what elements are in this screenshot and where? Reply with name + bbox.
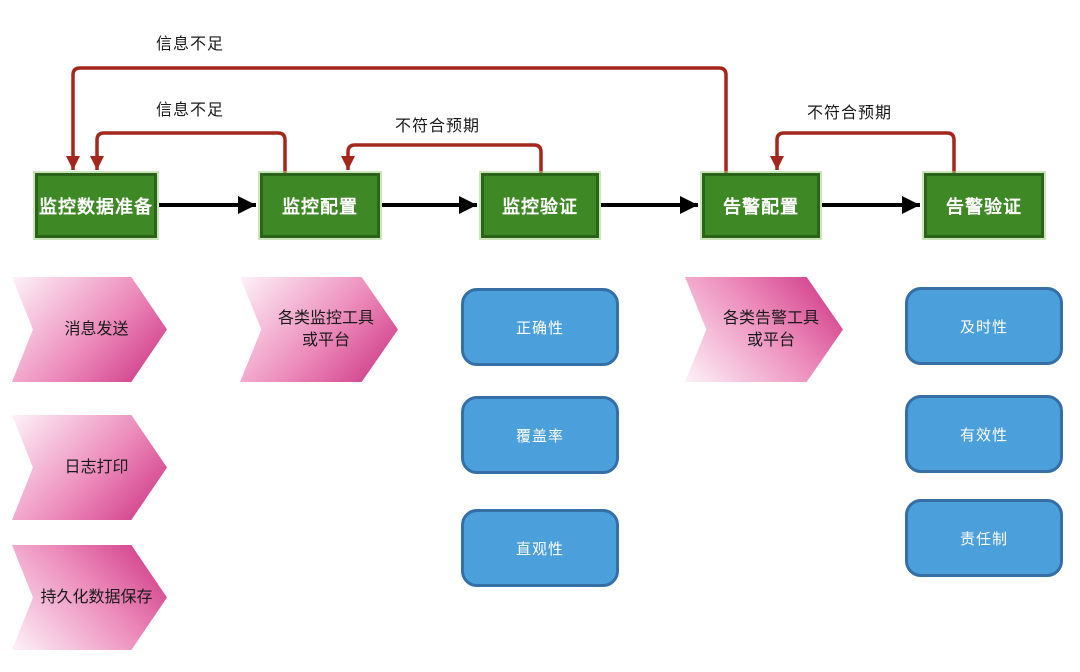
- stage-label: 告警配置: [723, 196, 799, 217]
- feedback-arrow-not-as-expected-2: [770, 131, 956, 173]
- feedback-label-insufficient-info-long: 信息不足: [156, 36, 225, 53]
- stage-label: 监控验证: [502, 196, 578, 217]
- card-label: 直观性: [515, 540, 564, 558]
- chevron-label: 各类告警工具 或平台: [722, 309, 819, 349]
- chevron-log-print: 日志打印: [12, 415, 167, 520]
- stage-alert-config: 告警配置: [702, 173, 820, 238]
- card-coverage: 覆盖率: [461, 396, 619, 474]
- card-timeliness: 及时性: [905, 287, 1063, 365]
- chevron-persist-data: 持久化数据保存: [12, 545, 167, 650]
- stage-monitoring-config: 监控配置: [260, 173, 380, 238]
- card-accountability: 责任制: [905, 499, 1063, 577]
- card-intuitiveness: 直观性: [461, 509, 619, 587]
- feedback-arrow-insufficient-info: [90, 131, 287, 173]
- stage-label: 监控数据准备: [39, 196, 153, 217]
- feedback-label-not-as-expected-2: 不符合预期: [807, 105, 893, 122]
- chevron-message-send: 消息发送: [12, 277, 167, 382]
- chevron-label: 各类监控工具 或平台: [277, 309, 374, 349]
- feedback-label-not-as-expected-1: 不符合预期: [395, 118, 481, 135]
- card-label: 正确性: [515, 319, 564, 337]
- stage-label: 告警验证: [946, 196, 1022, 217]
- chevron-label: 持久化数据保存: [40, 588, 153, 606]
- chevron-label: 消息发送: [64, 320, 129, 338]
- stage-monitoring-data-prep: 监控数据准备: [35, 173, 157, 238]
- feedback-label-insufficient-info: 信息不足: [156, 102, 225, 119]
- feedback-arrow-not-as-expected-1: [341, 143, 543, 173]
- chevron-monitor-tools: 各类监控工具 或平台: [240, 277, 398, 382]
- card-label: 责任制: [959, 530, 1008, 548]
- card-effectiveness: 有效性: [905, 395, 1063, 473]
- stage-label: 监控配置: [282, 196, 358, 217]
- card-label: 及时性: [959, 318, 1008, 336]
- card-label: 有效性: [959, 426, 1008, 444]
- card-correctness: 正确性: [461, 288, 619, 366]
- card-label: 覆盖率: [515, 427, 564, 445]
- chevron-label: 日志打印: [64, 458, 129, 476]
- stage-alert-verify: 告警验证: [924, 173, 1044, 238]
- chevron-alert-tools: 各类告警工具 或平台: [685, 277, 843, 382]
- stage-monitoring-verify: 监控验证: [481, 173, 599, 238]
